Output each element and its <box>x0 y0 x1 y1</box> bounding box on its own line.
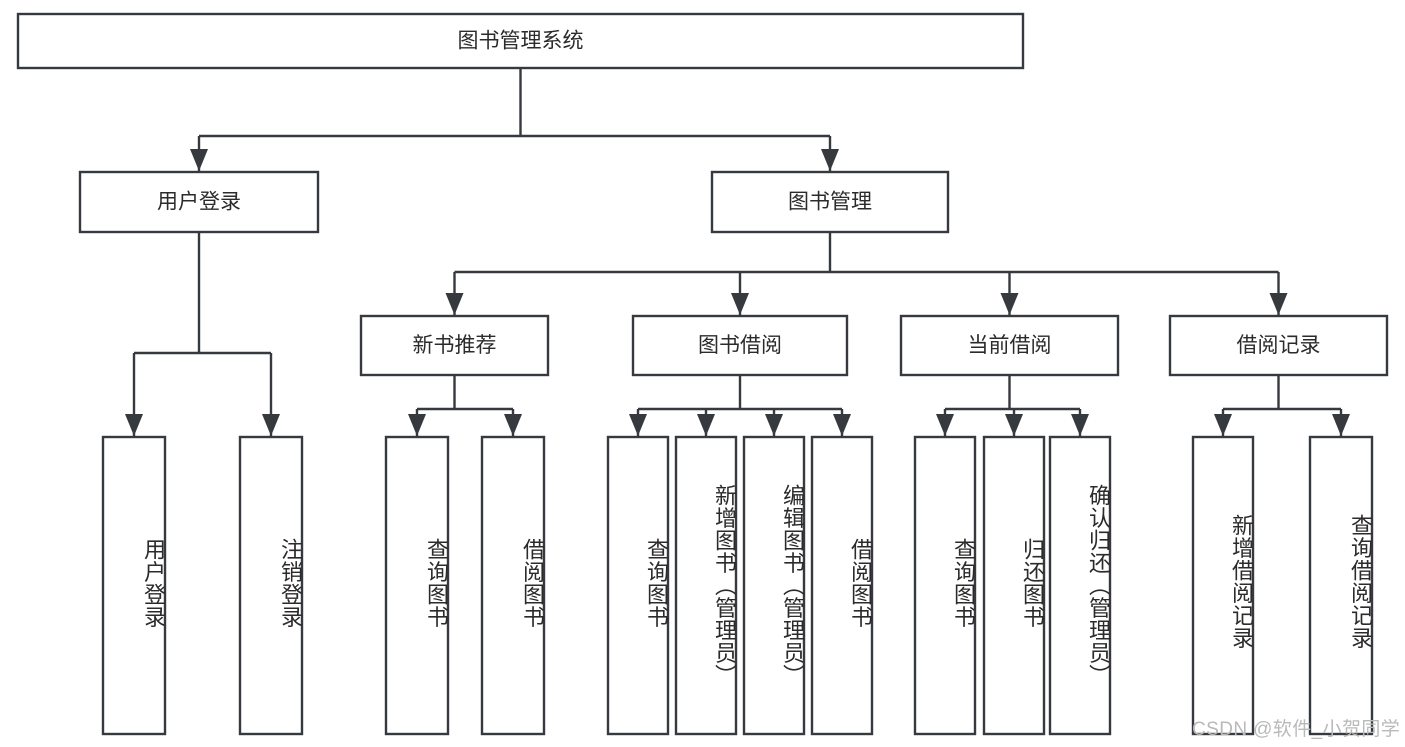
node-box-book-borrow <box>631 314 849 377</box>
node-box-leaf-add-record <box>1191 435 1255 736</box>
node-box-leaf-borrow-book <box>810 435 874 736</box>
node-box-leaf-return-book <box>982 435 1046 736</box>
arrow-head-borrow-record-0 <box>1214 414 1232 436</box>
node-box-current-borrow <box>899 314 1120 377</box>
arrow-head-book-manage-3 <box>1269 293 1288 315</box>
node-box-leaf-query-book-borrow <box>606 435 670 736</box>
node-label-book-borrow: 图书借阅 <box>698 334 782 357</box>
node-box-root <box>16 12 1025 70</box>
node-box-leaf-edit-book <box>742 435 806 736</box>
node-box-leaf-borrow-book-rec <box>480 435 546 736</box>
node-box-layer <box>16 12 1389 736</box>
arrow-head-user-login-1 <box>262 414 280 436</box>
node-label-borrow-record: 借阅记录 <box>1237 334 1321 357</box>
node-box-new-book-recommend <box>359 314 550 377</box>
node-box-leaf-confirm-return <box>1048 435 1112 736</box>
node-label-new-book-recommend: 新书推荐 <box>413 334 497 357</box>
arrow-head-current-borrow-1 <box>1005 414 1023 436</box>
csdn-watermark: CSDN @软件_小贺同学 <box>1192 719 1401 740</box>
arrow-head-book-manage-0 <box>445 293 464 315</box>
arrow-head-current-borrow-0 <box>936 414 954 436</box>
node-box-leaf-query-book-rec <box>384 435 450 736</box>
node-box-user-login <box>78 170 320 234</box>
node-box-leaf-query-record <box>1308 435 1374 736</box>
arrow-head-root-0 <box>190 149 208 171</box>
node-label-book-manage: 图书管理 <box>788 191 872 214</box>
arrow-head-root-1 <box>821 149 839 171</box>
arrow-head-book-manage-1 <box>731 293 749 315</box>
node-box-leaf-add-book <box>674 435 738 736</box>
node-label-root: 图书管理系统 <box>458 30 584 53</box>
node-box-leaf-query-book-cur <box>913 435 977 736</box>
arrow-head-book-manage-2 <box>1000 293 1019 315</box>
arrow-head-book-borrow-0 <box>629 414 647 436</box>
arrow-head-new-book-recommend-1 <box>504 414 522 436</box>
node-label-user-login: 用户登录 <box>157 191 241 214</box>
arrow-head-book-borrow-2 <box>765 414 783 436</box>
arrow-head-borrow-record-1 <box>1332 414 1350 436</box>
connector-layer <box>125 68 1350 436</box>
arrow-head-user-login-0 <box>125 414 143 436</box>
node-label-current-borrow: 当前借阅 <box>968 334 1052 357</box>
node-box-leaf-user-login <box>101 435 167 736</box>
arrow-head-book-borrow-1 <box>697 414 715 436</box>
node-box-book-manage <box>710 170 950 234</box>
arrow-head-book-borrow-3 <box>833 414 851 436</box>
node-box-leaf-logout <box>238 435 304 736</box>
arrow-head-current-borrow-2 <box>1071 414 1089 436</box>
node-box-borrow-record <box>1168 314 1389 377</box>
arrow-head-new-book-recommend-0 <box>408 414 426 436</box>
